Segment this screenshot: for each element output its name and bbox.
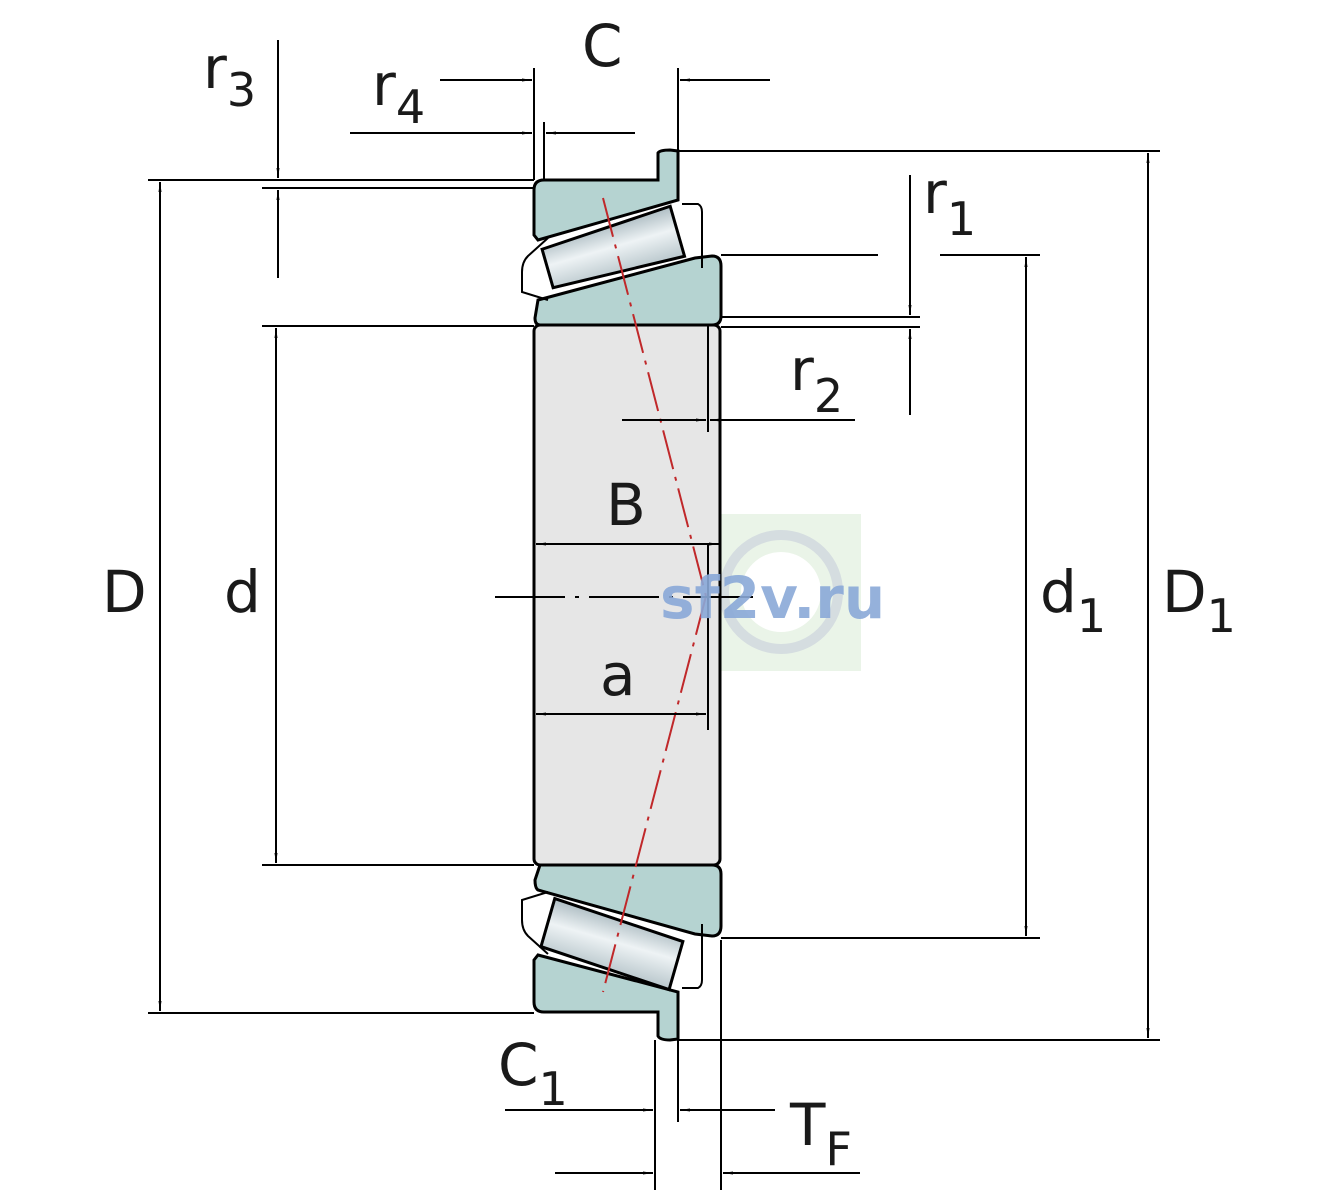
outer-ring-bottom [532, 953, 680, 1042]
label-r2: r2 [790, 336, 843, 423]
label-B: B [606, 471, 646, 539]
inner-ring-bottom [533, 863, 723, 938]
outer-ring-top [532, 148, 680, 242]
label-d: d [224, 558, 261, 626]
label-a: a [600, 641, 636, 709]
label-D1: D1 [1162, 558, 1236, 643]
roller-bottom [539, 896, 685, 992]
cage-top-right [682, 203, 703, 268]
dimension-lines [158, 40, 1150, 1175]
cage-bottom-right [682, 924, 703, 989]
extension-lines [148, 68, 1160, 1190]
inner-ring-top [533, 254, 723, 327]
label-TF: TF [789, 1091, 852, 1176]
label-d1: d1 [1040, 558, 1106, 643]
watermark-ring-icon [719, 530, 843, 654]
watermark [703, 514, 861, 671]
watermark-text: sf2v.ru [660, 564, 885, 632]
cage-top [521, 237, 549, 301]
pressure-line-bottom [602, 595, 707, 993]
cage-bottom [521, 891, 549, 955]
labels: C r3 r4 r1 r2 B a D d d1 D1 C1 TF [102, 12, 1236, 1176]
roller-top [540, 204, 687, 290]
watermark-inner-icon [741, 552, 821, 632]
bearing-cross-section [521, 148, 723, 1042]
pressure-line-top [602, 197, 707, 597]
label-r4: r4 [372, 51, 425, 134]
label-C1: C1 [498, 1031, 568, 1116]
axis-lines [495, 197, 760, 993]
label-r1: r1 [923, 159, 976, 246]
label-r3: r3 [203, 34, 256, 117]
label-C: C [582, 12, 623, 80]
label-D: D [102, 558, 147, 626]
